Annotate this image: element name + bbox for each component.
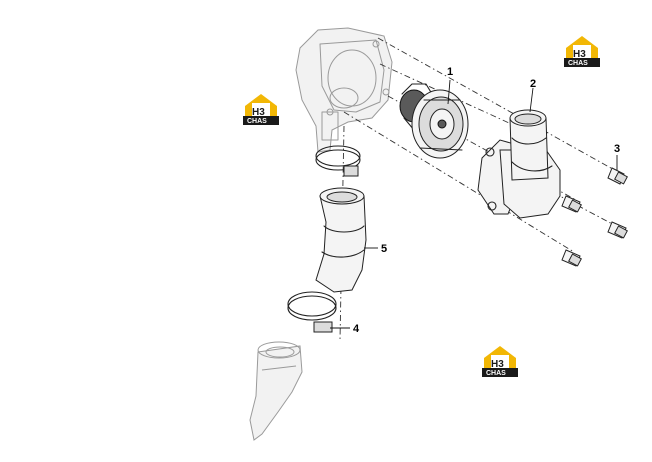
bolt — [561, 195, 582, 213]
engine-outlet-ghost — [295, 27, 393, 153]
callout-bolt: 3 — [614, 143, 620, 155]
logo-mark: H3 — [573, 49, 586, 60]
bolt — [607, 167, 628, 185]
callout-hose-clamp-lower: 4 — [353, 323, 360, 335]
coolant-hose — [315, 187, 367, 293]
callout-coolant-hose: 5 — [381, 243, 387, 255]
leader-lines — [330, 79, 618, 329]
logo-text: CHAS — [568, 60, 588, 67]
thermostat-housing — [477, 109, 561, 219]
brand-logo — [243, 94, 279, 125]
hose-clamp-lower — [287, 291, 337, 333]
hose-clamp-upper — [315, 145, 361, 177]
logo-mark: H3 — [252, 107, 265, 118]
brand-logo — [564, 36, 600, 67]
bolt — [561, 249, 582, 267]
logo-text: CHAS — [247, 118, 267, 125]
logo-mark: H3 — [491, 359, 504, 370]
logo-text: CHAS — [486, 370, 506, 377]
thermostat — [399, 83, 469, 159]
callout-thermostat-housing: 2 — [530, 78, 536, 90]
bolt-set — [561, 167, 628, 267]
bolt — [607, 221, 628, 239]
callout-thermostat: 1 — [447, 66, 453, 78]
brand-logo — [482, 346, 518, 377]
lower-pipe-ghost — [249, 341, 303, 441]
